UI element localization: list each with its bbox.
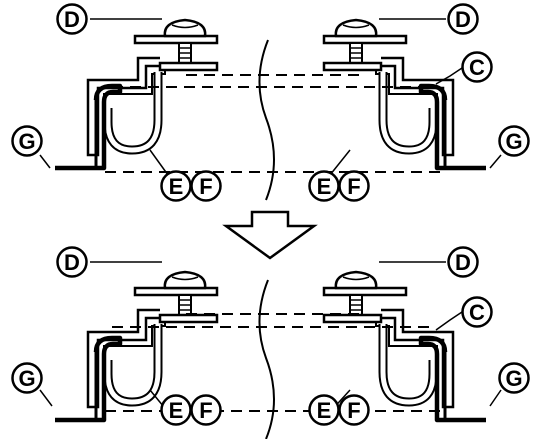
- bottom-callout-e-left: E: [160, 394, 192, 426]
- bottom-callout-c: C: [461, 296, 493, 328]
- svg-text:D: D: [455, 7, 471, 32]
- bottom-callout-e-right: E: [308, 394, 340, 426]
- bottom-left-assembly: [55, 272, 217, 420]
- svg-text:D: D: [64, 7, 80, 32]
- svg-text:F: F: [347, 398, 360, 423]
- bottom-callout-g-right: G: [498, 362, 530, 394]
- top-callout-g-right: G: [498, 125, 530, 157]
- top-callout-c: C: [461, 51, 493, 83]
- top-left-assembly: [55, 20, 217, 168]
- svg-text:C: C: [469, 300, 485, 325]
- svg-text:F: F: [347, 174, 360, 199]
- top-callout-e-left: E: [160, 170, 192, 202]
- top-break-line: [258, 39, 275, 201]
- svg-text:E: E: [317, 174, 332, 199]
- svg-text:G: G: [18, 129, 35, 154]
- svg-text:E: E: [169, 398, 184, 423]
- svg-text:G: G: [18, 366, 35, 391]
- bottom-leaders: [39, 261, 502, 413]
- svg-text:G: G: [505, 129, 522, 154]
- top-callout-f-left: F: [190, 170, 222, 202]
- svg-text:D: D: [455, 250, 471, 275]
- svg-text:D: D: [64, 250, 80, 275]
- bottom-stage: D D C G G E F E: [11, 246, 530, 439]
- down-arrow-icon: [222, 210, 318, 260]
- top-right-assembly: [324, 20, 486, 168]
- top-callout-f-right: F: [338, 170, 370, 202]
- top-dashed-lines: [105, 74, 440, 173]
- svg-text:E: E: [169, 174, 184, 199]
- top-stage: D D C G G E F E: [11, 3, 530, 202]
- svg-text:E: E: [317, 398, 332, 423]
- top-callout-g-left: G: [11, 125, 43, 157]
- svg-text:F: F: [199, 398, 212, 423]
- top-callout-d-left: D: [56, 3, 88, 35]
- bottom-callout-f-left: F: [190, 394, 222, 426]
- bottom-callout-d-right: D: [447, 246, 479, 278]
- bottom-callout-f-right: F: [338, 394, 370, 426]
- svg-text:F: F: [199, 174, 212, 199]
- top-callout-d-right: D: [447, 3, 479, 35]
- bottom-callout-g-left: G: [11, 362, 43, 394]
- top-callout-e-right: E: [308, 170, 340, 202]
- top-leaders: [39, 18, 502, 176]
- svg-text:C: C: [469, 55, 485, 80]
- svg-text:G: G: [505, 366, 522, 391]
- bottom-callout-d-left: D: [56, 246, 88, 278]
- bottom-break-line: [258, 279, 275, 439]
